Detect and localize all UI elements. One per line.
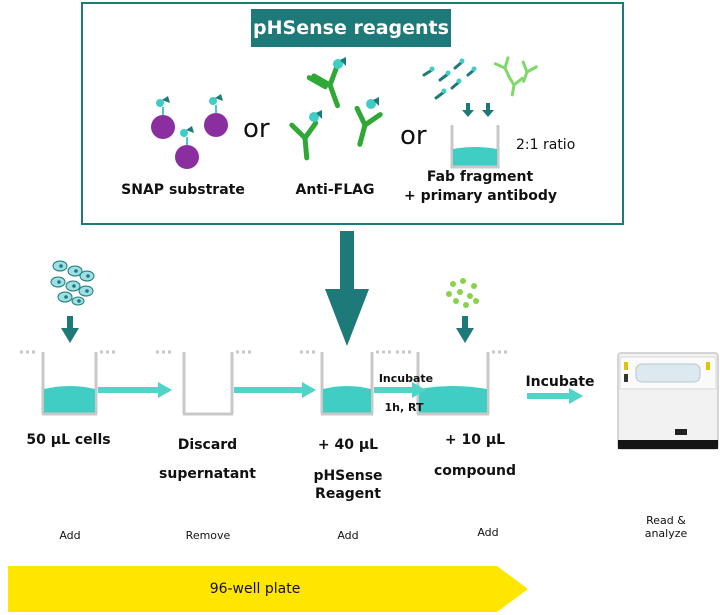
big-down-arrow-icon: [325, 231, 369, 346]
step-3-label-line1: + 40 µL: [317, 437, 379, 453]
step-3-action: Add: [337, 529, 359, 542]
primary-antibody-icon: [493, 56, 538, 97]
mixing-arrows-icon: [462, 103, 494, 117]
cell-nuclei: [57, 264, 90, 303]
reader-action-line2: analyze: [644, 527, 688, 540]
step-2-label-line2: supernatant: [159, 466, 256, 482]
step-1-action: Add: [59, 529, 81, 542]
compound-icon: [446, 278, 479, 308]
snap-substrate-label: SNAP substrate: [121, 182, 245, 198]
reagents-panel: [81, 2, 624, 225]
plate-banner-shape: [8, 566, 528, 612]
reader-action-line1: Read &: [646, 514, 686, 527]
step-3-label-line3: Reagent: [315, 486, 381, 502]
process-arrow-3-icon: [374, 382, 426, 398]
incubate-1-label: Incubate: [378, 372, 434, 385]
or-text-2: or: [400, 121, 427, 151]
incubate-1-condition: 1h, RT: [384, 401, 424, 414]
antibody-tag-icon: [309, 57, 379, 122]
cells-down-arrow-icon: [61, 316, 79, 343]
panel-title: pHSense reagents: [251, 9, 451, 47]
process-arrow-4-icon: [527, 388, 583, 404]
step-4-label-line1: + 10 µL: [444, 432, 506, 448]
process-arrow-2-icon: [234, 382, 316, 398]
plate-reader-icon: [617, 352, 719, 450]
step-1-label: 50 µL cells: [26, 432, 111, 448]
step-4-action: Add: [477, 526, 499, 539]
ratio-label: 2:1 ratio: [516, 137, 576, 153]
step-2-action: Remove: [185, 529, 231, 542]
fab-label-line2: + primary antibody: [404, 188, 557, 204]
snap-substrate-icon: [151, 94, 228, 169]
incubate-2-label: Incubate: [525, 374, 595, 390]
anti-flag-antibody-icon: [289, 65, 383, 161]
fab-fragment-tags: [429, 58, 477, 94]
process-arrow-1-icon: [98, 382, 172, 398]
anti-flag-label: Anti-FLAG: [295, 182, 375, 198]
well-1-icon: [20, 350, 118, 416]
plate-banner-label: 96-well plate: [209, 581, 301, 597]
fab-label-line1: Fab fragment: [426, 169, 534, 185]
step-2-label-line1: Discard: [177, 437, 238, 453]
well-4-icon: [396, 350, 510, 416]
compound-down-arrow-icon: [456, 316, 474, 343]
well-3-icon: [300, 350, 394, 416]
step-3-label-line2: pHSense: [313, 468, 383, 484]
mixing-tube-icon: [450, 125, 500, 169]
step-4-label-line2: compound: [433, 463, 517, 479]
well-2-icon: [156, 350, 254, 416]
cells-icon: [50, 260, 95, 306]
or-text-1: or: [243, 114, 270, 144]
